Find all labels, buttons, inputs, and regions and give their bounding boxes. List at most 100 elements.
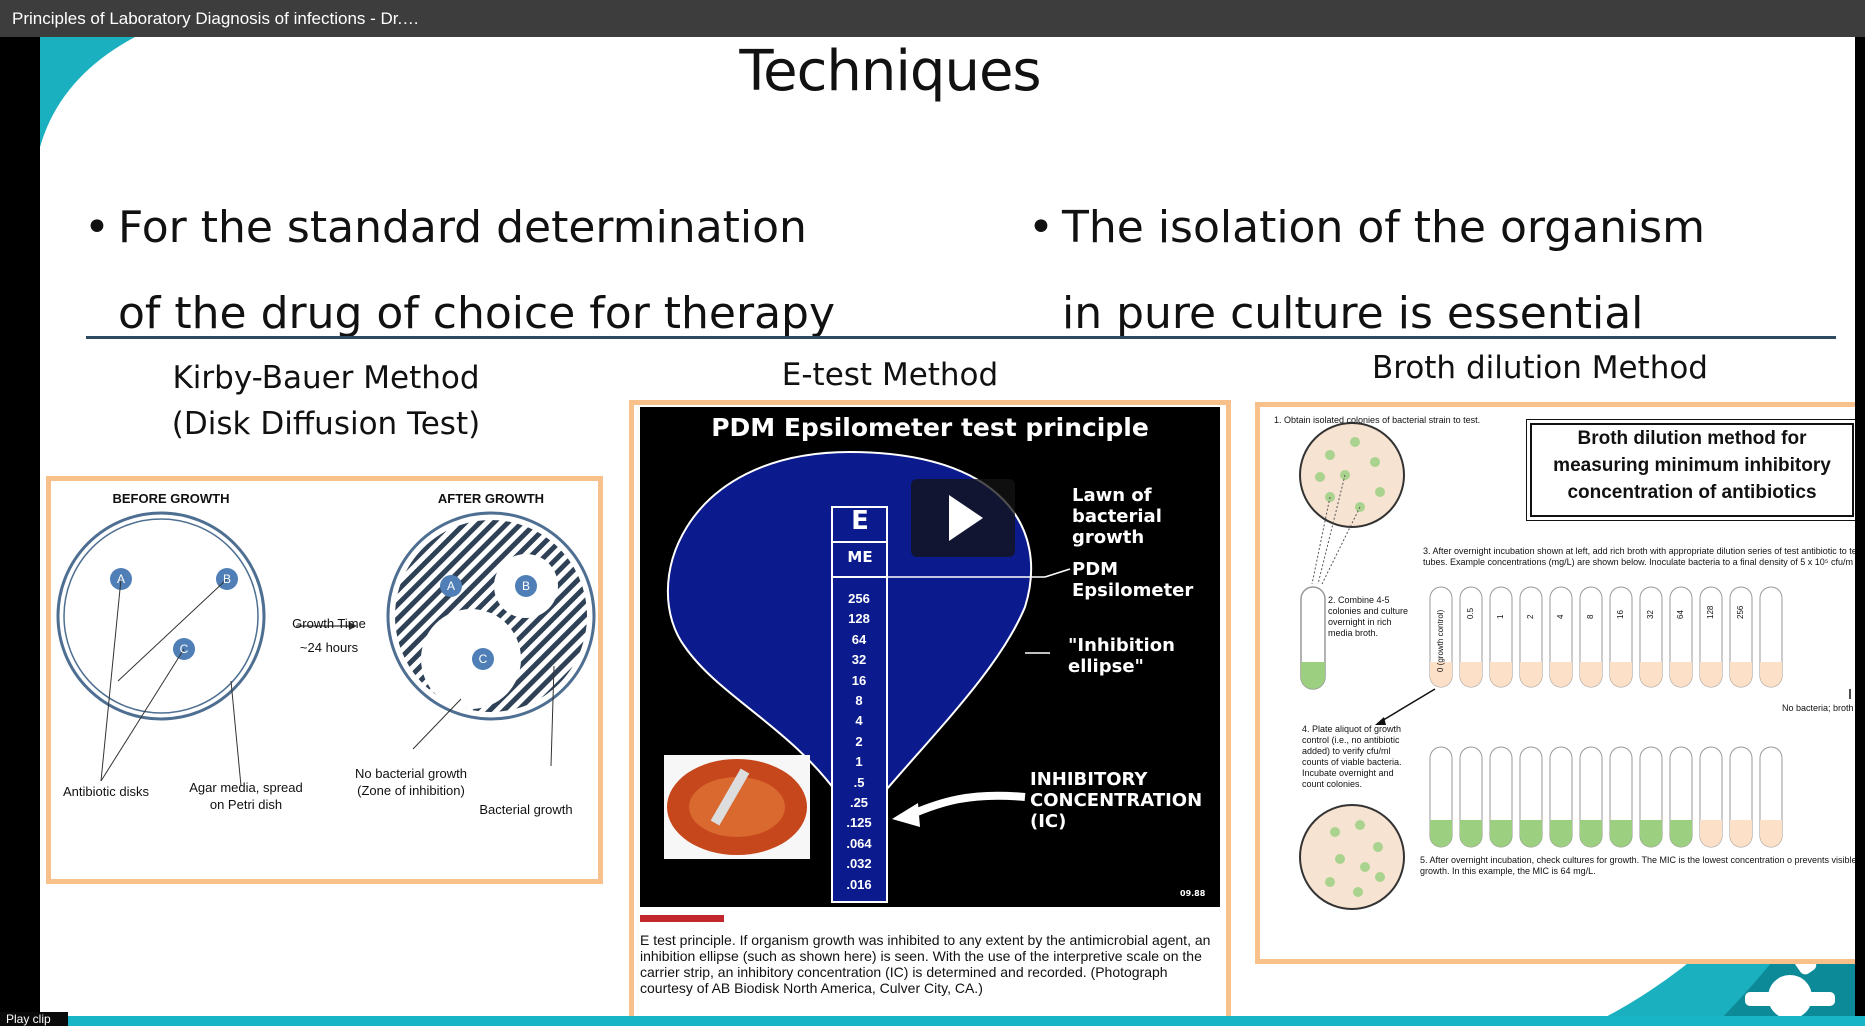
broth-tube-fill (1670, 662, 1692, 687)
scale-tick: 16 (851, 672, 867, 688)
broth-tube-fill (1700, 662, 1722, 687)
concentration-label: 32 (1646, 610, 1655, 619)
scale-tick: 4 (855, 713, 863, 729)
scale-tick: 8 (855, 693, 863, 709)
kirby-bauer-panel: BEFORE GROWTH AFTER GROWTH Growth Time ~… (46, 476, 603, 884)
broth-tube-fill (1640, 662, 1662, 687)
bullet-pure-culture: • The isolation of the organism in pure … (1028, 185, 1822, 357)
scale-tick: .125 (846, 815, 872, 831)
bottom-accent-strip (0, 1016, 1865, 1026)
bullet-drug-choice: • For the standard determination of the … (84, 185, 878, 357)
section-title-etest: E-test Method (781, 357, 999, 393)
strip-scale: 256 128 64 32 16 8 4 2 1 .5 .25 .125 .06… (834, 589, 884, 895)
disk-c-label-after: C (478, 652, 488, 666)
slide-title: Techniques (739, 39, 1041, 104)
scale-tick: 32 (851, 652, 867, 668)
after-growth-label: AFTER GROWTH (437, 491, 545, 506)
step-5-text: 5. After overnight incubation, check cul… (1420, 855, 1855, 876)
antibiotic-disks-label: Antibiotic disks (63, 784, 149, 799)
broth-tube-fill (1760, 662, 1782, 687)
agar-media-label: Agar media, spread on Petri dish (181, 779, 311, 813)
disk-a-label: A (116, 572, 125, 586)
play-clip-button[interactable]: Play clip (0, 1012, 68, 1026)
no-bacteria-text: No bacteria; broth c (1782, 703, 1855, 713)
scale-tick: .016 (846, 876, 872, 892)
scale-tick: .064 (846, 835, 872, 851)
step-4-text: 4. Plate aliquot of growth control (i.e.… (1302, 724, 1402, 789)
culture-tube-fill (1760, 820, 1782, 847)
slide-canvas: Techniques • For the standard determinat… (40, 37, 1855, 1020)
culture-tube-fill (1550, 820, 1572, 847)
concentration-label: 128 (1706, 605, 1715, 619)
scale-tick: 1 (855, 754, 863, 770)
ellipse-label: "Inhibition ellipse" (1068, 635, 1175, 677)
play-video-button[interactable] (911, 479, 1015, 557)
disk-b-label-after: B (521, 579, 530, 593)
step-3-text: 3. After overnight incubation shown at l… (1423, 546, 1855, 567)
strip-logo: E (851, 506, 869, 536)
before-growth-label: BEFORE GROWTH (112, 491, 230, 506)
corner-code: 09.88 (1180, 889, 1206, 898)
scale-tick: .5 (853, 774, 865, 790)
scale-tick: .032 (846, 856, 872, 872)
right-border (1855, 37, 1865, 1026)
bullet-line: of the drug of choice for therapy (118, 288, 835, 339)
agar-line: Agar media, spread (189, 780, 303, 795)
concentration-label: 0 (growth control) (1436, 609, 1445, 672)
strip-brand: ME (847, 548, 873, 566)
scale-tick: 64 (851, 631, 867, 647)
scale-tick: 256 (848, 591, 870, 606)
pdm-label: PDM Epsilometer (1072, 559, 1194, 601)
step-2-text: 2. Combine 4-5 colonies and culture over… (1328, 595, 1409, 638)
window-title: Principles of Laboratory Diagnosis of in… (12, 9, 420, 28)
disk-a-label-after: A (446, 579, 455, 593)
scale-tick: .25 (849, 795, 869, 811)
growth-time-label: Growth Time (292, 616, 366, 631)
agar-line: on Petri dish (209, 797, 283, 812)
play-icon (949, 495, 983, 541)
section-title-broth: Broth dilution Method (1371, 350, 1708, 386)
concentration-label: 8 (1586, 614, 1595, 619)
etest-title: PDM Epsilometer test principle (711, 413, 1149, 442)
culture-tube-fill (1580, 820, 1602, 847)
left-border (0, 37, 40, 1026)
broth-dilution-diagram (1299, 422, 1851, 910)
broth-tube-fill (1610, 662, 1632, 687)
section-divider (86, 336, 1836, 339)
culture-tube-fill (1430, 820, 1452, 847)
etest-diagram (664, 450, 1071, 903)
concentration-label: 4 (1556, 614, 1565, 619)
scale-tick: 2 (855, 733, 863, 749)
broth-tube-fill (1580, 662, 1602, 687)
caption-accent-bar (640, 915, 724, 922)
culture-tube-fill (1610, 820, 1632, 847)
bacterial-growth-label: Bacterial growth (479, 802, 573, 817)
concentration-label: 2 (1526, 614, 1535, 619)
ic-label: INHIBITORY CONCENTRATION (IC) (1030, 769, 1203, 832)
broth-dilution-title-box: Broth dilution method for measuring mini… (1526, 419, 1855, 521)
bullet-line: For the standard determination (118, 202, 807, 253)
culture-tube-fill (1730, 820, 1752, 847)
concentration-label: 64 (1676, 610, 1685, 619)
zone-line: No bacterial growth (355, 766, 467, 781)
culture-tube-fill (1460, 820, 1482, 847)
broth-tube-fill (1430, 662, 1452, 687)
concentration-label: 0.5 (1466, 607, 1475, 619)
culture-tube-fill (1520, 820, 1542, 847)
broth-tube-fill (1520, 662, 1542, 687)
culture-tube-fill (1490, 820, 1512, 847)
culture-tube-fill (1640, 820, 1662, 847)
broth-tube-fill (1730, 662, 1752, 687)
etest-image: PDM Epsilometer test principle E ME 256 … (640, 407, 1220, 907)
scale-tick: 128 (848, 611, 870, 627)
etest-caption: E test principle. If organism growth was… (640, 932, 1211, 996)
window-title-bar: Principles of Laboratory Diagnosis of in… (0, 0, 1865, 37)
concentration-label: 1 (1496, 614, 1505, 619)
lawn-label: Lawn of bacterial growth (1072, 485, 1162, 548)
broth-tube-fill (1550, 662, 1572, 687)
bullet-line: The isolation of the organism (1062, 202, 1705, 253)
zone-line: (Zone of inhibition) (357, 783, 465, 798)
culture-tube-fill (1700, 820, 1722, 847)
broth-tube-fill (1460, 662, 1482, 687)
concentration-label: 16 (1616, 610, 1625, 619)
